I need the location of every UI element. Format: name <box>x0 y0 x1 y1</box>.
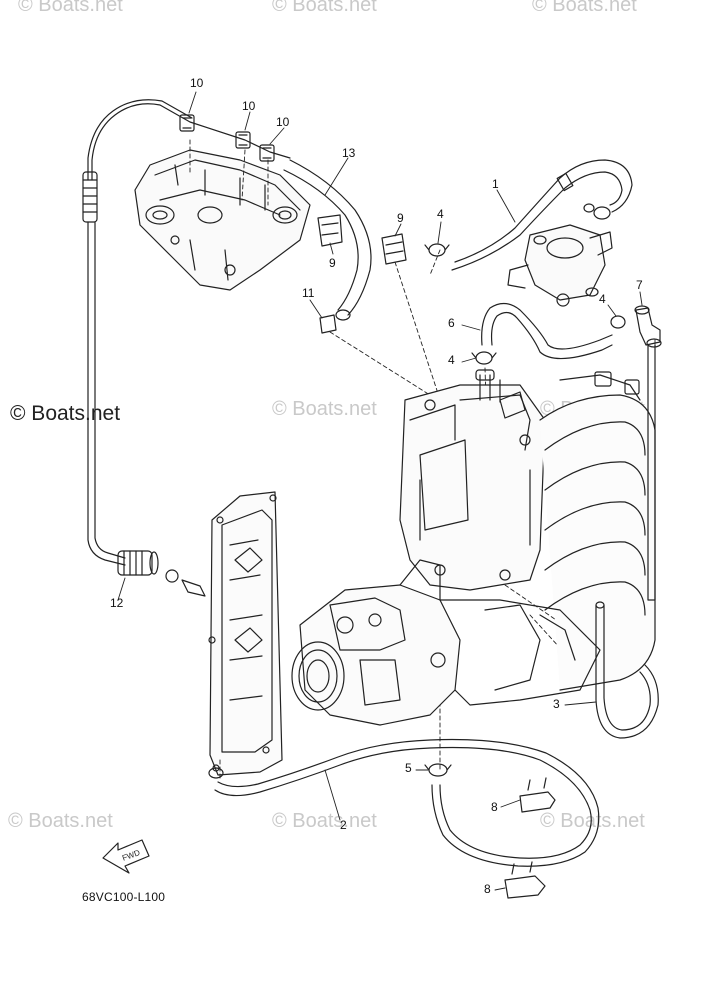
watermark-top-center: © Boats.net <box>272 0 377 16</box>
callout-8-a: 8 <box>491 800 498 814</box>
clamp-9-a <box>317 214 343 247</box>
diagram-code: 68VC100-L100 <box>82 890 166 904</box>
hose-2 <box>214 746 592 859</box>
callout-4-c: 4 <box>448 353 455 367</box>
watermark-bottom-right: © Boats.net <box>540 810 645 832</box>
callout-leaders <box>117 91 643 891</box>
clamp-9-b <box>381 233 407 265</box>
clamp-5 <box>424 763 452 777</box>
callout-8-b: 8 <box>484 882 491 896</box>
hose-6 <box>481 302 613 350</box>
watermark-mid-left: © Boats.net <box>10 402 121 425</box>
callout-7: 7 <box>636 278 643 292</box>
callout-10-a: 10 <box>190 76 204 90</box>
top-manifold-drawing <box>134 149 311 291</box>
callout-3: 3 <box>553 697 560 711</box>
callout-4-b: 4 <box>599 292 606 306</box>
hose-12-vertical <box>87 221 126 566</box>
elbow-fitting-7 <box>634 305 662 348</box>
watermark-bottom-left: © Boats.net <box>8 810 113 832</box>
callout-5: 5 <box>405 761 412 775</box>
callout-2: 2 <box>340 818 347 832</box>
clip-8-a <box>519 777 556 813</box>
left-gasket-plate <box>208 491 283 776</box>
callout-1: 1 <box>492 177 499 191</box>
callout-6: 6 <box>448 316 455 330</box>
clamp-10-b <box>235 131 251 149</box>
lower-housing <box>439 599 601 706</box>
callout-9-a: 9 <box>329 256 336 270</box>
callout-4-a: 4 <box>437 207 444 221</box>
clip-11 <box>319 314 337 334</box>
hose-13 <box>289 159 372 316</box>
hose-spring-top <box>82 171 98 223</box>
clip-8-b <box>504 861 546 899</box>
watermark-bottom-center: © Boats.net <box>272 810 377 832</box>
clamp-4-c <box>610 315 626 329</box>
hose-12-fitting <box>117 550 206 597</box>
clamp-4-a <box>424 243 450 257</box>
watermark-top-right: © Boats.net <box>532 0 637 16</box>
intake-manifold <box>539 344 656 691</box>
callout-11: 11 <box>302 286 315 300</box>
callout-10-b: 10 <box>242 99 256 113</box>
vapor-separator-block <box>399 369 546 591</box>
callout-9-b: 9 <box>397 211 404 225</box>
watermark-mid-center: © Boats.net <box>272 398 377 420</box>
hose-1 <box>454 159 633 263</box>
callout-10-c: 10 <box>276 115 290 129</box>
fuel-pump <box>507 224 613 307</box>
hose-3 <box>595 604 659 739</box>
callout-13: 13 <box>342 146 356 160</box>
callout-12: 12 <box>110 596 124 610</box>
fwd-arrow-icon: FWD <box>102 839 150 874</box>
hose-12-upper <box>91 103 291 181</box>
watermark-top-left: © Boats.net <box>18 0 123 16</box>
